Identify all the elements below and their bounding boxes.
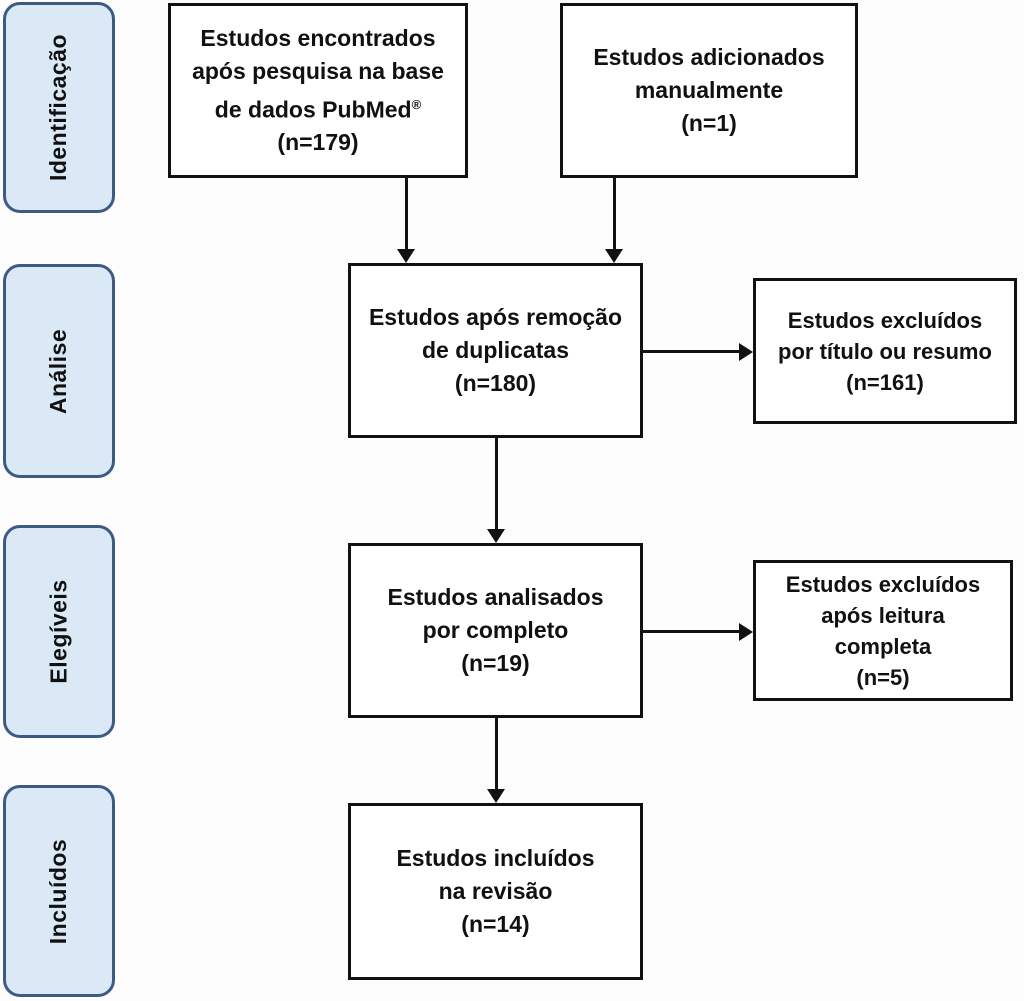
stage-incluidos: Incluídos — [3, 785, 115, 997]
stage-analise-label: Análise — [45, 328, 72, 414]
stage-analise: Análise — [3, 264, 115, 478]
connector-dedup-to-excluded-arrowhead — [739, 343, 753, 361]
connector-dedup-to-analyzed-line — [495, 438, 498, 530]
text-line: Estudos analisados — [387, 584, 604, 610]
text-line: Estudos excluídos — [787, 307, 983, 333]
text-line: Estudos excluídos — [785, 571, 981, 597]
connector-dedup-to-excluded-line — [643, 350, 740, 353]
box-after-duplicates-removed: Estudos após remoção de duplicatas (n=18… — [348, 263, 643, 438]
connector-found-to-dedup-line — [405, 177, 408, 250]
connector-dedup-to-analyzed-arrowhead — [487, 529, 505, 543]
text-line: de duplicatas — [422, 337, 569, 363]
text-line: completa — [834, 633, 932, 659]
text-line: Estudos encontrados — [200, 24, 436, 51]
text-line: na revisão — [438, 878, 553, 904]
connector-found-to-dedup-arrowhead — [397, 249, 415, 263]
stage-identificacao: Identificação — [3, 2, 115, 213]
text-line: Estudos incluídos — [396, 845, 595, 871]
box-studies-added-manually: Estudos adicionados manualmente (n=1) — [560, 3, 858, 178]
connector-analyzed-to-excluded-arrowhead — [739, 623, 753, 641]
connector-analyzed-to-included-arrowhead — [487, 789, 505, 803]
connector-manual-to-dedup-line — [613, 177, 616, 250]
text-line: por título ou resumo — [778, 338, 992, 364]
text-line: após leitura — [821, 602, 945, 628]
box-excluded-by-title-abstract: Estudos excluídos por título ou resumo (… — [753, 278, 1017, 424]
stage-elegiveis: Elegíveis — [3, 525, 115, 738]
box-fulltext-analyzed: Estudos analisados por completo (n=19) — [348, 543, 643, 718]
count-label: (n=19) — [461, 650, 530, 676]
stage-elegiveis-label: Elegíveis — [45, 579, 72, 684]
box-included-in-review: Estudos incluídos na revisão (n=14) — [348, 803, 643, 980]
box-excluded-after-fulltext: Estudos excluídos após leitura completa … — [753, 560, 1013, 701]
count-label: (n=5) — [856, 664, 910, 690]
count-label: (n=1) — [681, 110, 737, 136]
text-line: Estudos adicionados — [593, 44, 825, 70]
stage-identificacao-label: Identificação — [45, 33, 72, 182]
connector-analyzed-to-included-line — [495, 718, 498, 790]
text-line: manualmente — [634, 77, 784, 103]
text-line: por completo — [422, 617, 569, 643]
count-label: (n=180) — [454, 370, 537, 396]
count-label: (n=161) — [846, 369, 924, 395]
count-label: (n=14) — [461, 911, 530, 937]
stage-incluidos-label: Incluídos — [45, 838, 72, 944]
pubmed-text: de dados PubMed — [214, 96, 412, 123]
text-line: de dados PubMed® — [215, 88, 421, 127]
connector-manual-to-dedup-arrowhead — [605, 249, 623, 263]
connector-analyzed-to-excluded-line — [643, 630, 740, 633]
box-studies-found: Estudos encontrados após pesquisa na bas… — [168, 3, 468, 178]
text-line: após pesquisa na base — [192, 57, 444, 84]
count-label: (n=179) — [277, 129, 359, 156]
text-line: Estudos após remoção — [368, 304, 623, 330]
registered-trademark-symbol: ® — [411, 96, 422, 112]
